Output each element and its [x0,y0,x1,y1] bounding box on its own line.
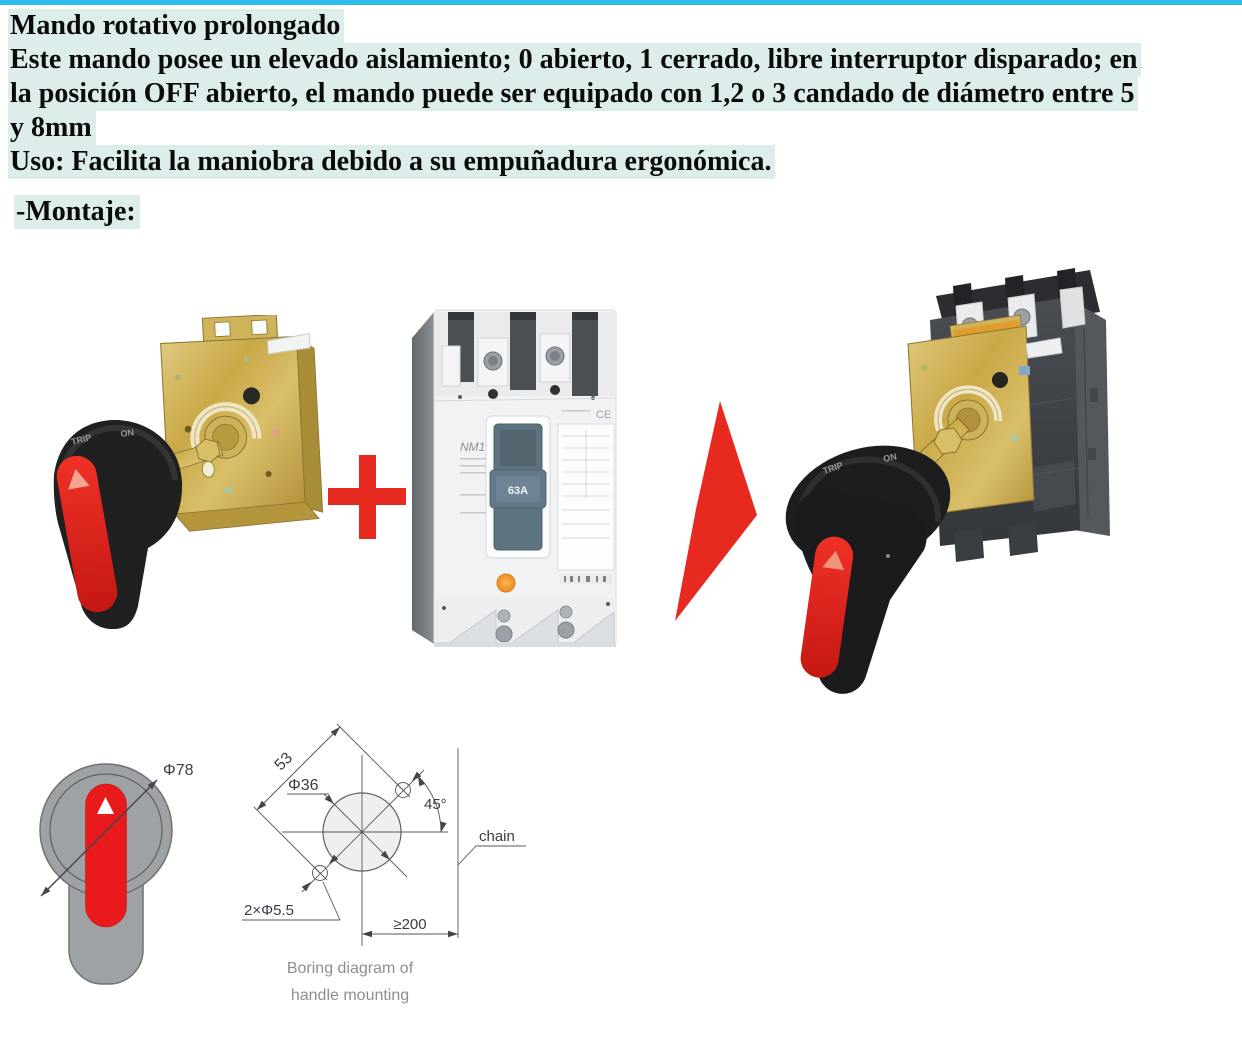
boring-diagram-drawing: 53 Φ36 45° chain ≥200 2×Φ5.5 [242,723,526,946]
assembled-shaft-nut [933,427,963,455]
diagram-lines [242,723,526,946]
body-line: la posición OFF abierto, el mando puede … [8,77,1141,111]
handle-top-view-drawing: Φ78 [39,762,194,985]
shaft-nut [195,438,221,463]
breaker-top-terminals [434,312,616,400]
dim-45deg-label: 45° [424,796,447,813]
body-line: y 8mm [8,111,1141,145]
breaker-model-text: NM1 [460,440,485,454]
plus-icon [328,455,406,539]
body-line: Este mando posee un elevado aislamiento;… [8,43,1142,77]
circuit-breaker-photo: NM1 CE 63A [412,309,617,647]
assembled-on-marking: ON [882,451,897,464]
assembled-red-stripe [800,536,854,678]
dim-phi36-label: Φ36 [288,777,319,794]
mounting-plate [160,315,324,532]
breaker-rating-table [557,423,615,584]
handle-red-stripe [56,455,118,613]
caption-line-1: Boring diagram of [286,960,414,977]
dim-ge200-label: ≥200 [393,916,426,933]
breaker-trip-button [496,573,516,593]
handle-red-stripe-drawing [85,783,127,928]
diagram-arrowheads [257,727,458,938]
breaker-toggle: 63A [485,415,551,559]
assembled-breaker-body [930,268,1110,562]
caption-line-2: handle mounting [290,987,410,1004]
breaker-ce-mark: CE [596,409,611,421]
uso-line: Uso: Facilita la maniobra debido a su em… [8,145,1141,179]
page-title: Mando rotativo prolongado [8,9,345,43]
chain-label: chain [479,828,515,845]
page-title-line: Mando rotativo prolongado [8,9,1141,43]
breaker-bottom-terminals [434,598,616,647]
breaker-front-labels: NM1 CE [460,409,611,514]
dim-53-label: 53 [272,749,297,774]
assembled-unit-photo: TRIP ON [785,268,1110,694]
rotary-handle-knob: TRIP ON [53,419,183,630]
assembled-handle-knob: TRIP ON [785,445,951,694]
handle-on-marking: ON [120,427,135,439]
breaker-rating-text: 63A [508,485,528,497]
diagram-caption: Boring diagram of handle mounting [240,955,460,1009]
handle-trip-marking: TRIP [70,432,92,447]
intro-text-block: Mando rotativo prolongado Este mando pos… [8,9,1142,179]
top-accent-bar [0,0,1242,5]
dim-2xphi55-label: 2×Φ5.5 [244,902,294,919]
dim-phi78-label: Φ78 [163,762,194,779]
montaje-heading: -Montaje: [14,195,140,229]
breaker-side [412,312,434,644]
red-arrow-icon [675,401,757,621]
handle-and-plate-photo: TRIP ON [53,315,324,630]
dim-phi78-annotation: Φ78 [40,762,194,897]
